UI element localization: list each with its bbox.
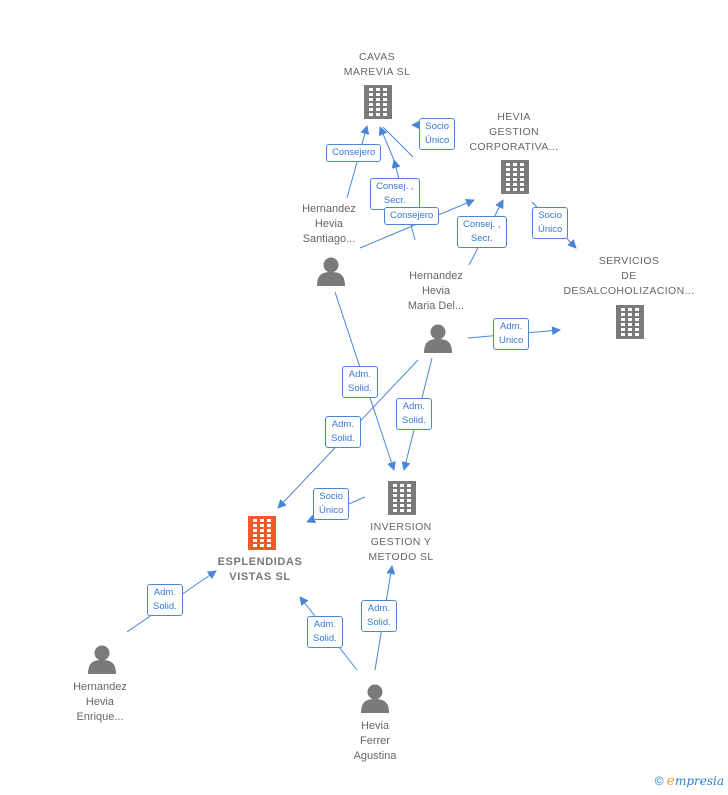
person-icon (317, 257, 345, 286)
edge-label-line: Único (538, 224, 563, 235)
edge-label-adm-unico-servicios[interactable]: Adm. Unico (493, 318, 530, 350)
edge-label-adm-solid-maria-esplendidas[interactable]: Adm. Solid. (325, 416, 361, 448)
node-label-line: Maria Del... (407, 300, 465, 312)
node-label-line: HEVIA (497, 111, 531, 123)
node-label-line: Hernandez (409, 270, 463, 282)
brand-name: mpresia (674, 774, 724, 788)
node-label-line: Hernandez (302, 203, 356, 215)
node-esplendidas-vistas[interactable]: ESPLENDIDAS VISTAS SL (218, 555, 303, 585)
brand-initial: e (666, 773, 675, 789)
edge-label-line: Socio (425, 121, 450, 132)
edge-label-line: Consejero (332, 147, 376, 158)
edge-label-socio-unico-esplendidas[interactable]: Socio Único (313, 488, 350, 520)
edge-label-line: Solid. (313, 633, 337, 644)
edge-label-line: Único (425, 135, 450, 146)
edge-label-adm-solid-enrique[interactable]: Adm. Solid. (147, 584, 183, 616)
edge-label-consej-secr-maria-hevia[interactable]: Consej. , Secr. (457, 216, 507, 248)
node-hernandez-enrique[interactable]: Hernandez Hevia Enrique... (73, 680, 127, 725)
edge-label-adm-solid-agustina-esplendidas[interactable]: Adm. Solid. (307, 616, 343, 648)
person-icon (424, 324, 452, 353)
node-label-line: Santiago... (302, 233, 356, 245)
node-inversion-gestion[interactable]: INVERSION GESTION Y METODO SL (368, 520, 433, 565)
node-label-line: CORPORATIVA... (469, 141, 559, 153)
edge-label-line: Solid. (348, 383, 372, 394)
edge-label-line: Adm. (367, 603, 390, 614)
node-label-line: ESPLENDIDAS (217, 556, 303, 568)
edge-label-line: Único (319, 505, 344, 516)
edge-label-line: Solid. (402, 415, 426, 426)
node-label-line: DESALCOHOLIZACION... (563, 285, 695, 297)
edge-label-adm-solid-agustina-inversion[interactable]: Adm. Solid. (361, 600, 397, 632)
node-label-line: MAREVIA SL (343, 66, 411, 78)
edge-label-line: Solid. (331, 433, 355, 444)
edge-label-line: Socio (538, 210, 563, 221)
node-servicios-desalcoholizacion[interactable]: SERVICIOS DE DESALCOHOLIZACION... (563, 254, 694, 299)
node-label-line: Ferrer (360, 735, 390, 747)
edge-label-line: Adm. (402, 401, 425, 412)
edge-label-line: Solid. (367, 617, 391, 628)
node-label-line: INVERSION (370, 521, 432, 533)
edge-label-line: Socio (319, 491, 344, 502)
node-label-line: Hevia (421, 285, 451, 297)
edge-label-line: Solid. (153, 601, 177, 612)
node-label-line: SERVICIOS (598, 255, 660, 267)
copyright-icon: © (654, 774, 664, 788)
node-cavas-marevia[interactable]: CAVAS MAREVIA SL (344, 50, 410, 80)
edge-label-line: Consej. , (376, 181, 414, 192)
building-icon (364, 85, 392, 119)
edge-label-consejero-santiago-cavas[interactable]: Consejero (326, 144, 382, 162)
node-hernandez-santiago[interactable]: Hernandez Hevia Santiago... (302, 202, 356, 247)
edge-label-socio-unico-servicios[interactable]: Socio Único (532, 207, 569, 239)
person-icon (88, 645, 116, 674)
building-icon (616, 305, 644, 339)
footer-brand: ©empresia (655, 773, 724, 789)
node-hevia-ferrer[interactable]: Hevia Ferrer Agustina (354, 719, 397, 764)
edge-label-line: Unico (499, 335, 524, 346)
node-hernandez-maria[interactable]: Hernandez Hevia Maria Del... (408, 269, 464, 314)
node-label-line: DE (621, 270, 637, 282)
node-label-line: Hernandez (73, 681, 127, 693)
edge-label-line: Adm. (348, 369, 371, 380)
node-label-line: GESTION Y (370, 536, 432, 548)
edge-line (382, 126, 414, 158)
node-label-line: VISTAS SL (229, 571, 291, 583)
edge-label-line: Consejero (390, 210, 434, 221)
node-hevia-gestion[interactable]: HEVIA GESTION CORPORATIVA... (469, 110, 558, 155)
edge-label-line: Adm. (313, 619, 336, 630)
edge-label-line: Secr. (383, 195, 406, 206)
edge-label-line: Adm. (331, 419, 354, 430)
edge-label-line: Consej. , (463, 219, 501, 230)
node-label-line: METODO SL (368, 551, 434, 563)
building-icon (248, 516, 276, 550)
building-icon (388, 481, 416, 515)
node-label-line: Enrique... (76, 711, 124, 723)
edge-label-consej-secr-maria-cavas[interactable]: Consej. , Secr. (370, 178, 420, 210)
edge-label-socio-unico-cavas[interactable]: Socio Único (419, 118, 456, 150)
person-icon (361, 684, 389, 713)
node-label-line: Hevia (360, 720, 390, 732)
node-label-line: Hevia (314, 218, 344, 230)
edge-label-line: Adm. (153, 587, 176, 598)
node-label-line: CAVAS (358, 51, 396, 63)
node-label-line: Agustina (353, 750, 397, 762)
edge-label-adm-solid-maria-inversion[interactable]: Adm. Solid. (396, 398, 432, 430)
building-icon (501, 160, 529, 194)
node-label-line: Hevia (85, 696, 115, 708)
edge-label-adm-solid-santiago-inversion[interactable]: Adm. Solid. (342, 366, 378, 398)
edge-label-line: Adm. (500, 321, 523, 332)
node-label-line: GESTION (488, 126, 540, 138)
edge-label-line: Secr. (470, 233, 493, 244)
edge-line (346, 125, 370, 199)
edge-label-consejero-santiago-hevia[interactable]: Consejero (384, 207, 440, 225)
edge-line (378, 126, 395, 161)
